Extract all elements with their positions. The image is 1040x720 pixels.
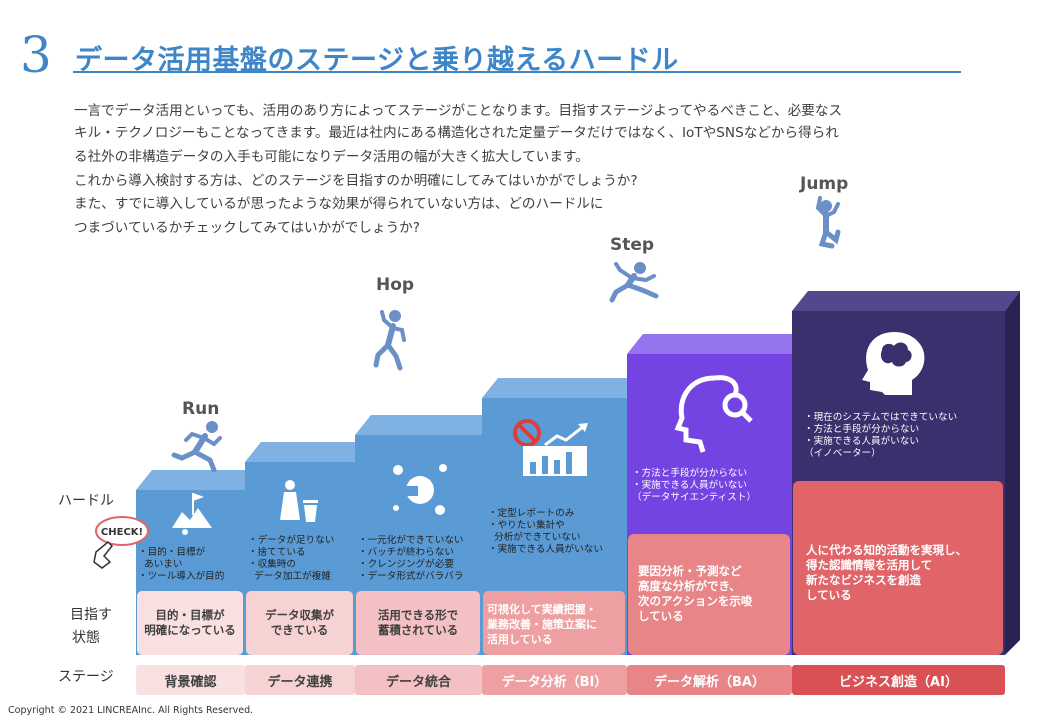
stage-label-2: データ連携: [267, 674, 333, 690]
state-text-5: 要因分析・予測など 高度な分析ができ、 次のアクションを示唆 している: [638, 564, 753, 623]
intro-line-1: 一言でデータ活用といっても、活用のあり方によってステージがことなります。目指すス…: [74, 103, 843, 119]
trash-icon: [280, 480, 318, 522]
jump-label: Jump: [800, 174, 849, 194]
jump-icon: [815, 196, 841, 249]
hop-label: Hop: [376, 275, 415, 295]
state-bg-3: [356, 591, 480, 655]
state-bg-4: [483, 591, 625, 655]
analysis-head-icon: [674, 375, 753, 453]
state-text-4: 可視化して実績把握・ 業務改善・施策立案に 活用している: [487, 602, 597, 646]
state-bg-6: [793, 481, 1003, 655]
splash-icon: [393, 464, 447, 515]
intro-line-3: る社外の非構造データの入手も可能になりデータ活用の幅が大きく拡大しています。: [74, 149, 589, 165]
hurdle-text-2: ・データが足りない ・捨てている ・収集時の データ加工が複雑: [248, 535, 335, 582]
state-bg-1: [137, 591, 243, 655]
intro-line-6: つまづいているかチェックしてみてはいかがでしょうか?: [74, 220, 420, 236]
copyright-text: Copyright © 2021 LINCREAInc. All Rights …: [8, 705, 254, 716]
stage-label-5: データ解析（BA）: [654, 674, 765, 690]
title-underline: [73, 71, 961, 73]
hop-icon: [373, 310, 406, 371]
intro-line-4: これから導入検討する方は、どのステージを目指すのか明確にしてみてはいかがでしょう…: [74, 173, 638, 189]
page-title: データ活用基盤のステージと乗り越えるハードル: [75, 45, 679, 76]
runner-icon: [171, 421, 222, 473]
chart-no-icon: [513, 419, 588, 476]
target-row-label-2: 状態: [72, 630, 100, 646]
hurdle-row-label: ハードル: [58, 493, 114, 509]
state-text-1: 目的・目標が 明確になっている: [144, 608, 236, 637]
target-row-label-1: 目指す: [70, 607, 112, 623]
state-text-3: 活用できる形で 蓄積されている: [377, 608, 459, 637]
stage-label-6: ビジネス創造（AI）: [839, 674, 958, 690]
run-label: Run: [182, 399, 220, 419]
hurdle-text-4: ・定型レポートのみ ・やりたい集計や 分析ができていない ・実施できる人員がいな…: [488, 508, 603, 555]
state-bg-5: [628, 534, 790, 655]
state-bg-2: [246, 591, 353, 655]
section-number: 3: [20, 26, 52, 84]
stage-row-label: ステージ: [58, 669, 114, 685]
stage-label-4: データ分析（BI）: [501, 674, 608, 690]
hurdle-text-5: ・方法と手段が分からない ・実施できる人員がいない （データサイエンティスト）: [632, 468, 757, 503]
step-label: Step: [610, 235, 655, 255]
stage-label-3: データ統合: [385, 674, 451, 690]
state-text-2: データ収集が できている: [265, 608, 334, 637]
check-badge-label: CHECK!: [101, 527, 143, 538]
hurdle-text-1: ・目的・目標が あいまい ・ツール導入が目的: [138, 547, 225, 582]
intro-line-5: また、すでに導入しているが思ったような効果が得られていない方は、どのハードルに: [74, 196, 604, 212]
check-hand-icon: [93, 516, 149, 569]
state-text-6: 人に代わる知的活動を実現し、 得た認識情報を活用して 新たなビジネスを創造 して…: [806, 543, 967, 602]
hurdle-text-3: ・一元化ができていない ・バッチが終わらない ・クレンジングが必要 ・データ形式…: [358, 535, 464, 582]
intro-line-2: キル・テクノロジーもことなってきます。最近は社内にある構造化された定量データだけ…: [74, 125, 839, 141]
brain-head-icon: [862, 332, 925, 395]
hurdle-text-6: ・現在のシステムではできていない ・方法と手段が分からない ・実施できる人員がい…: [804, 412, 958, 459]
step-icon: [609, 262, 659, 303]
target-flag-icon: [172, 493, 212, 535]
stage-label-1: 背景確認: [164, 674, 217, 690]
